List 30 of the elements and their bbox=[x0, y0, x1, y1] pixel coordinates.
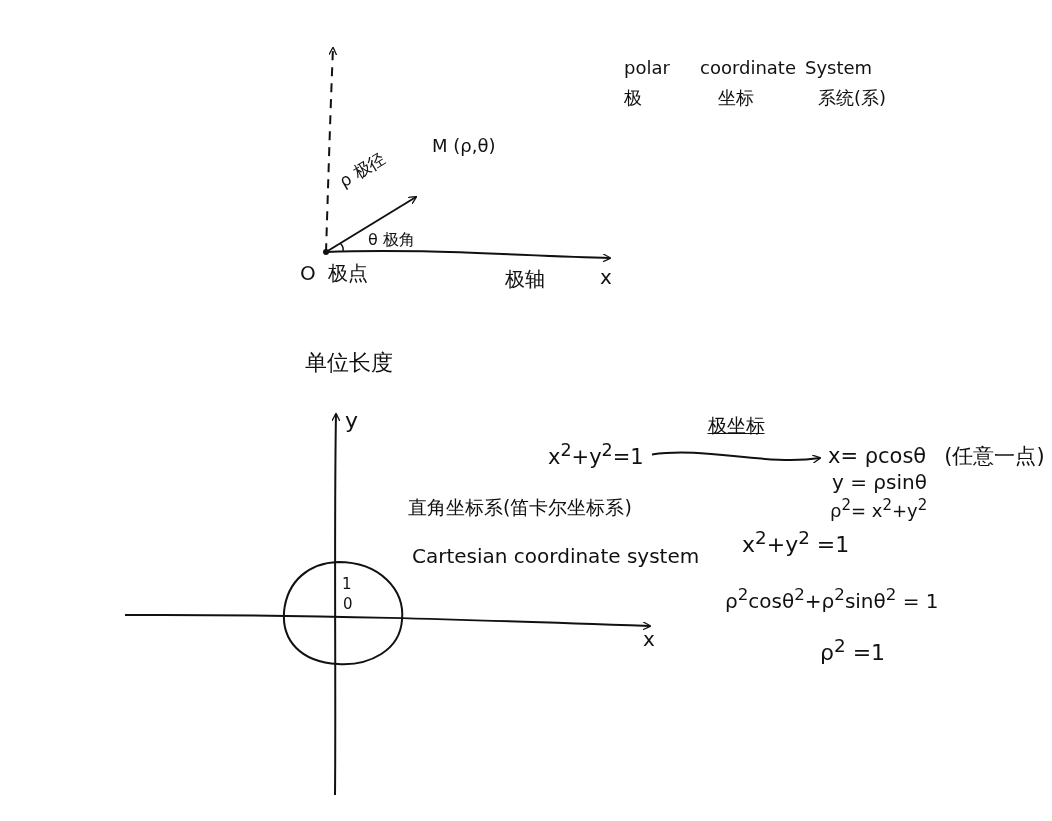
note-text: (任意一点) bbox=[944, 444, 1045, 469]
axis-label: coordinate bbox=[700, 58, 796, 79]
formula-text: ρ$^{2}$ =1 bbox=[820, 635, 886, 666]
heading-text: Cartesian coordinate system bbox=[412, 545, 700, 568]
axis-label: 坐标 bbox=[718, 88, 754, 109]
axis-label: polar bbox=[624, 58, 670, 79]
point-label: M (ρ,θ) bbox=[432, 136, 496, 157]
formula-text: ρ$^{2}$= x$^{2}$+y$^{2}$ bbox=[830, 497, 928, 522]
axis-label: x bbox=[600, 266, 612, 289]
edge-label: 极坐标 bbox=[707, 414, 765, 437]
axis-label: System bbox=[805, 58, 873, 79]
pole-label: 极点 bbox=[328, 262, 368, 285]
heading-text: 直角坐标系(笛卡尔坐标系) bbox=[408, 497, 632, 519]
axis-label: x bbox=[643, 628, 655, 651]
formula-text: ρ$^{2}$cosθ$^{2}$+ρ$^{2}$sinθ$^{2}$ = 1 bbox=[725, 585, 939, 613]
arrow bbox=[651, 451, 822, 464]
formula-text: x$^{2}$+y$^{2}$ =1 bbox=[742, 527, 850, 558]
formula-text: y = ρsinθ bbox=[832, 471, 927, 494]
tick-label: 1 bbox=[342, 576, 352, 594]
tick-label: 0 bbox=[343, 596, 353, 614]
axis-label: y bbox=[345, 408, 359, 434]
formula-text: x$^{2}$+y$^{2}$=1 bbox=[548, 440, 644, 470]
axis-label: 系统(系) bbox=[818, 88, 887, 109]
formula-text: x= ρcosθ bbox=[828, 444, 927, 469]
axis-label: 极轴 bbox=[505, 268, 545, 291]
heading-text: 单位长度 bbox=[305, 350, 393, 376]
pole-label: O bbox=[300, 262, 316, 285]
axis-label: 极 bbox=[624, 88, 642, 109]
radius-label: ρ 极径 bbox=[335, 148, 390, 192]
angle-label: θ 极角 bbox=[368, 231, 415, 250]
